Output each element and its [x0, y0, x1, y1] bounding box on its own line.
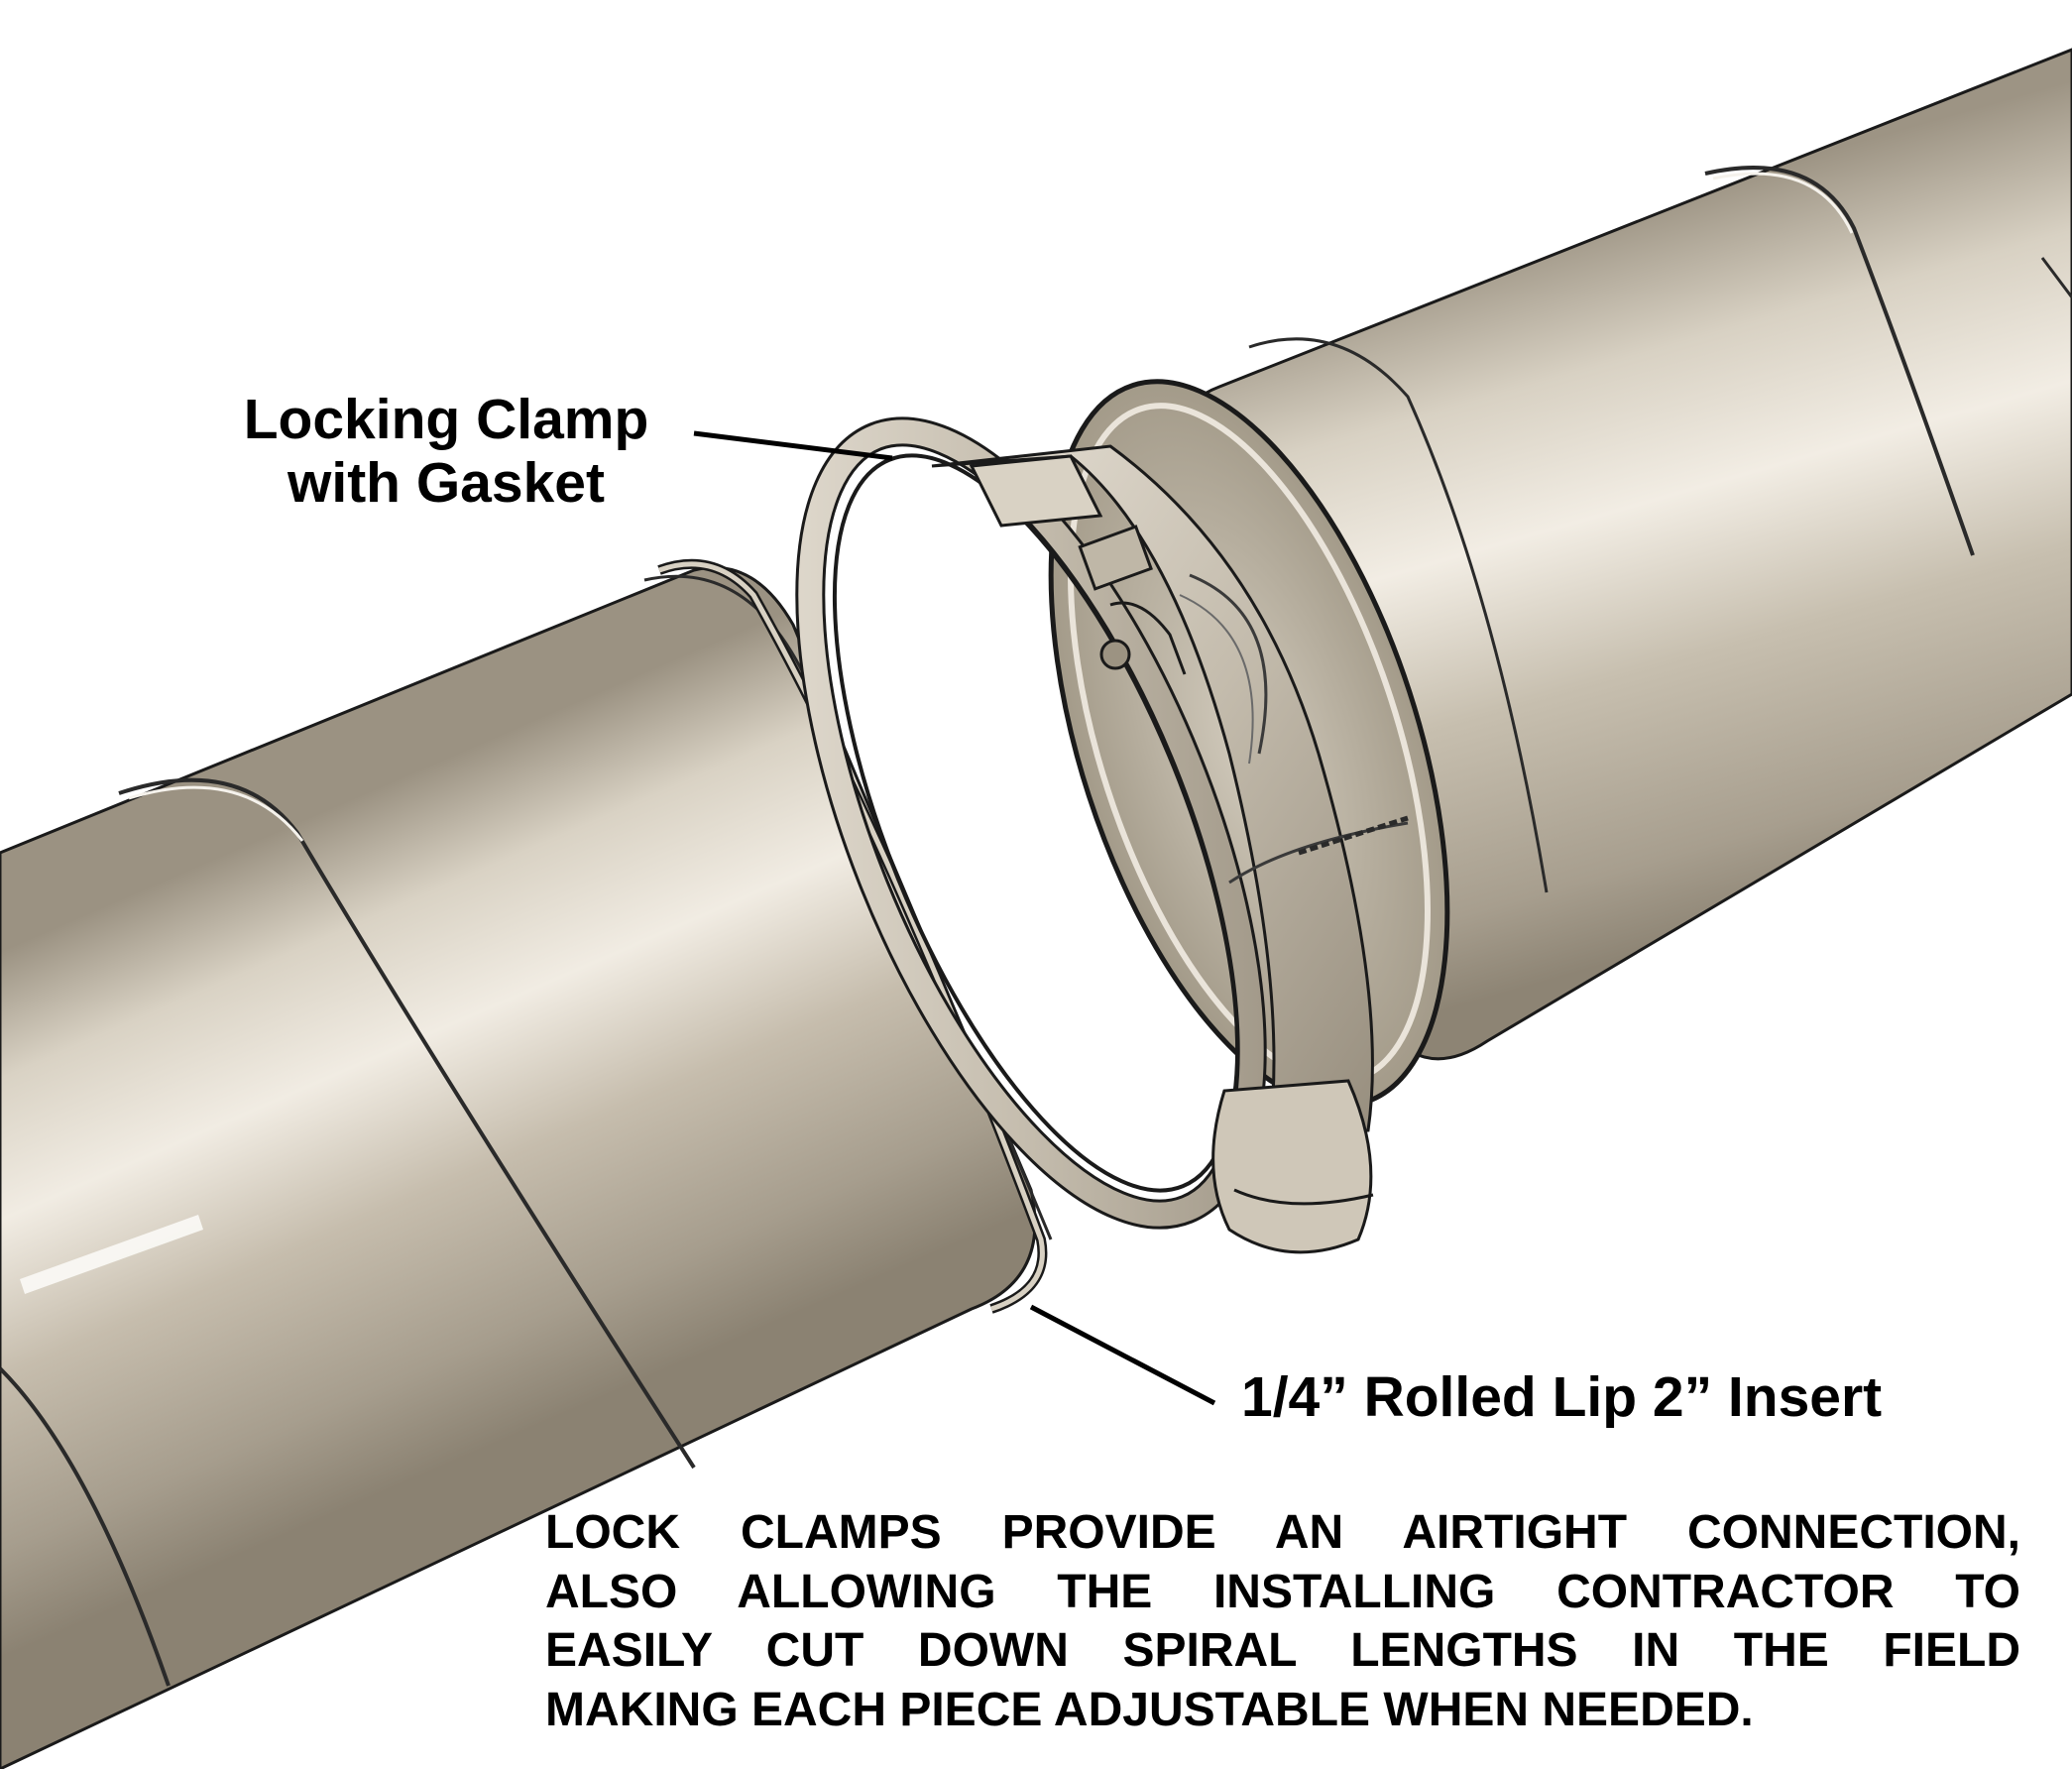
- locking-clamp-label-line2: with Gasket: [288, 450, 605, 515]
- description-text: LOCK CLAMPS PROVIDE AN AIRTIGHT CONNECTI…: [545, 1503, 2020, 1739]
- description-line4: MAKING EACH PIECE ADJUSTABLE WHEN NEEDED…: [545, 1683, 1754, 1736]
- description-line2: ALSO ALLOWING THE INSTALLING CONTRACTOR …: [545, 1565, 2020, 1618]
- lip-leader-line: [1029, 1304, 1216, 1406]
- description-line3: EASILY CUT DOWN SPIRAL LENGTHS IN THE FI…: [545, 1624, 2020, 1678]
- locking-clamp-label: Locking Clamp with Gasket: [198, 388, 694, 516]
- description-line1: LOCK CLAMPS PROVIDE AN AIRTIGHT CONNECTI…: [545, 1506, 2020, 1559]
- locking-clamp: [795, 416, 1409, 1254]
- right-duct: [1048, 48, 2072, 1109]
- clamp-leader-line: [693, 430, 893, 461]
- locking-clamp-label-line1: Locking Clamp: [243, 388, 649, 451]
- left-duct: [0, 558, 1053, 1769]
- rolled-lip-label: 1/4” Rolled Lip 2” Insert: [1241, 1365, 1883, 1429]
